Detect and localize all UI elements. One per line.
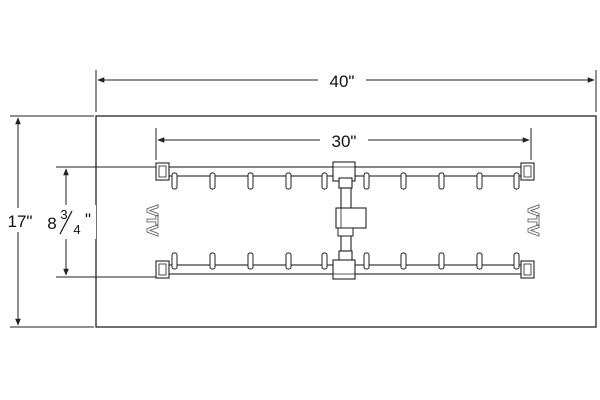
burner-tube [321, 172, 328, 190]
left-logo-text: VTV [143, 205, 161, 237]
left-vtv-logo: VTV [143, 204, 162, 237]
burner-tube [363, 252, 370, 270]
burner-spacing-unit: " [85, 210, 91, 229]
burner-tube [363, 172, 370, 190]
burner-tube [476, 252, 483, 270]
burner-tube [321, 252, 328, 270]
burner-tube [513, 252, 520, 270]
burner-spacing-denominator: 4 [73, 222, 80, 237]
right-logo-text: VTV [524, 205, 542, 237]
burner-tube [209, 172, 216, 190]
burner-tube [171, 252, 178, 270]
burner-tube [438, 172, 445, 190]
overall-width-dimension: 40" [95, 70, 597, 112]
burner-spacing-dimension: 8 3 4 " [44, 166, 162, 278]
burner-tube [400, 172, 407, 190]
burner-tube [247, 252, 254, 270]
lower-coupling [337, 227, 354, 237]
center-gas-inlet [335, 207, 367, 229]
burner-spacing-whole: 8 [47, 214, 56, 233]
center-manifold [332, 161, 367, 280]
burner-length-label: 30" [332, 132, 357, 151]
burner-tube [513, 172, 520, 190]
burner-tube [400, 252, 407, 270]
burner-tube [171, 172, 178, 190]
burner-length-dimension: 30" [155, 128, 532, 160]
burner-tube [285, 172, 292, 190]
overall-width-label: 40" [330, 72, 355, 91]
burner-tube [285, 252, 292, 270]
bottom-pipe-tubes [171, 252, 520, 270]
fraction-slash [59, 210, 73, 235]
top-tee-collar [338, 177, 353, 189]
overall-depth-dimension: 17" [3, 115, 94, 328]
bottom-tee-fitting [332, 259, 356, 280]
burner-spacing-numerator: 3 [60, 207, 67, 222]
burner-tube [476, 172, 483, 190]
overall-depth-label: 17" [8, 212, 33, 231]
burner-tube [247, 172, 254, 190]
burner-tube [438, 252, 445, 270]
right-vtv-logo: VTV [524, 204, 543, 237]
burner-tube [209, 252, 216, 270]
top-pipe-tubes [171, 172, 520, 190]
